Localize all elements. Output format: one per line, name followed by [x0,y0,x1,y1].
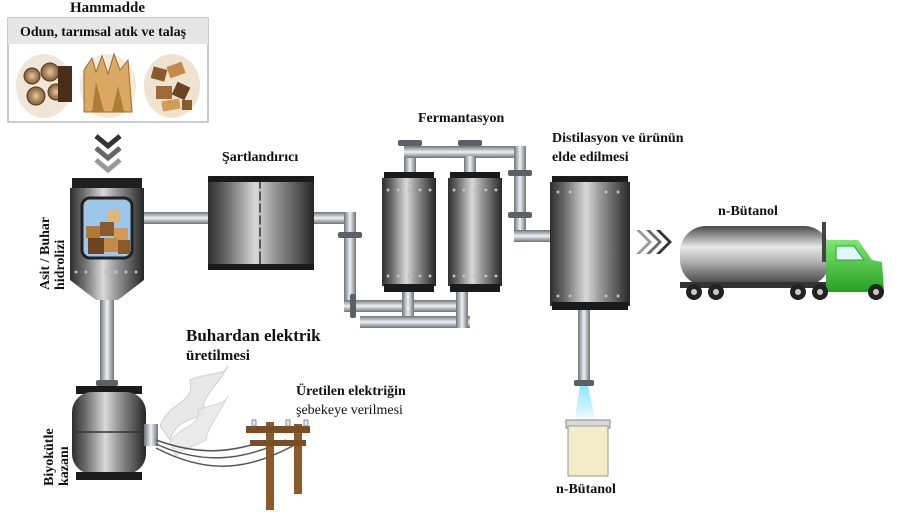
steam-icon [159,365,229,457]
fermenter-1 [382,172,436,292]
boiler-label: Biyokütle kazanı [42,428,72,486]
truck-product-label: n-Bütanol [718,204,778,219]
product-stream [574,386,596,424]
fermenter-2 [448,172,502,292]
wood-chips-icon [80,52,136,118]
hydrolysis-reactor [70,178,144,300]
fermentation-label: Fermantasyon [418,111,505,126]
arrows-down-icon [94,134,122,174]
arrows-right-icon [636,230,672,254]
container-icon [565,419,611,477]
grid-label-1: Üretilen elektriğin [296,384,406,399]
raw-material-title: Hammadde [70,0,145,16]
truck-icon [680,222,884,300]
steam-power-label-1: Buhardan elektrik [186,326,321,345]
conditioner-label: Şartlandırıcı [222,150,299,165]
raw-material-subtitle: Odun, tarımsal atık ve talaş [20,25,187,40]
raw-material-panel [7,17,209,123]
wood-logs-icon [16,54,72,118]
hydrolysis-label: Asit / Buhar hidrolizi [38,217,68,290]
wood-pieces-icon [144,54,200,118]
distillation-column [550,176,630,310]
steam-power-label-2: üretilmesi [186,348,250,364]
conditioner-tank [208,176,314,270]
container-product-label: n-Bütanol [556,482,616,497]
grid-label-2: şebekeye verilmesi [296,403,403,418]
distillation-label-1: Distilasyon ve ürünün [552,131,684,146]
wood-chips-window [86,210,130,254]
distillation-label-2: elde edilmesi [552,150,629,165]
pipe-network [96,140,594,386]
biomass-boiler [72,386,158,480]
power-pole-icon [246,419,310,510]
